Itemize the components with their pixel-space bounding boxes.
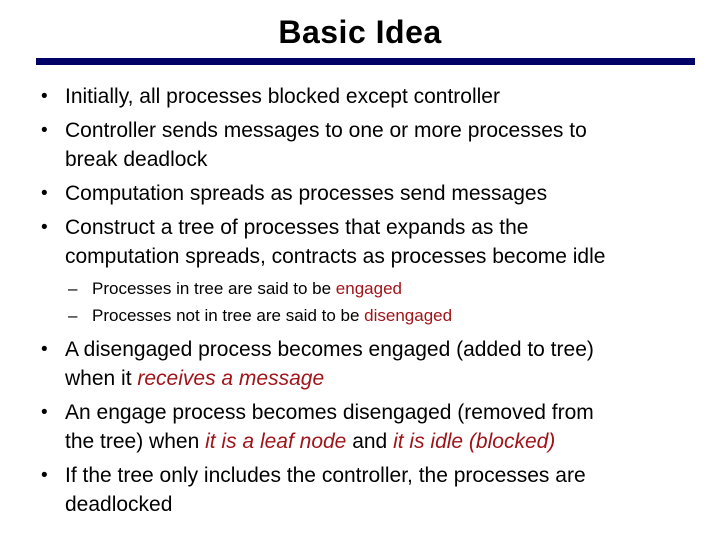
bullet-line: • If the tree only includes the controlle… [41, 461, 720, 490]
text-segment: If the tree only includes the controller… [65, 464, 586, 487]
bullet-line: computation spreads, contracts as proces… [65, 242, 720, 271]
dash-icon: – [68, 279, 78, 298]
sub-bullet-item: –Processes not in tree are said to be di… [0, 302, 720, 329]
bullet-line: when it receives a message [65, 364, 720, 393]
bullet-line: • Computation spreads as processes send m… [41, 179, 720, 208]
text-segment: An engage process becomes disengaged (re… [65, 401, 594, 424]
highlighted-text-segment: it is idle (blocked) [393, 430, 556, 453]
highlighted-text-segment: disengaged [364, 306, 453, 325]
bullet-line: • Controller sends messages to one or mor… [41, 116, 720, 145]
bullet-item: • Controller sends messages to one or mor… [0, 116, 720, 174]
bullet-line: the tree) when it is a leaf node and it … [65, 427, 720, 456]
bullet-line: break deadlock [65, 145, 720, 174]
text-segment: computation spreads, contracts as proces… [65, 245, 606, 268]
bullet-line: • A disengaged process becomes engaged (a… [41, 335, 720, 364]
bullet-icon: • [41, 465, 48, 486]
text-segment: and [346, 430, 394, 453]
bullet-item: • Initially, all processes blocked except… [0, 82, 720, 111]
text-segment: when it [65, 367, 138, 390]
text-segment: Processes not in tree are said to be [92, 306, 365, 325]
sub-bullet-item: –Processes in tree are said to be engage… [0, 275, 720, 302]
highlighted-text-segment: engaged [335, 279, 402, 298]
dash-icon: – [68, 306, 78, 325]
bullet-icon: • [41, 217, 48, 238]
text-segment: deadlocked [65, 493, 173, 516]
bullet-line: • Initially, all processes blocked except… [41, 82, 720, 111]
text-segment: Controller sends messages to one or more… [65, 119, 587, 142]
bullet-item: • An engage process becomes disengaged (r… [0, 398, 720, 456]
highlighted-text-segment: receives a message [137, 367, 325, 390]
text-segment: the tree) when [65, 430, 206, 453]
title-underline-bar [36, 58, 695, 65]
highlighted-text-segment: it is a leaf node [205, 430, 347, 453]
bullet-icon: • [41, 120, 48, 141]
text-segment: break deadlock [65, 148, 208, 171]
bullet-icon: • [41, 339, 48, 360]
text-segment: Processes in tree are said to be [92, 279, 336, 298]
bullet-line: deadlocked [65, 490, 720, 519]
bullet-line: –Processes not in tree are said to be di… [68, 302, 720, 329]
bullet-list: • Initially, all processes blocked except… [0, 82, 720, 519]
bullet-item: • Computation spreads as processes send m… [0, 179, 720, 208]
bullet-line: • Construct a tree of processes that expa… [41, 213, 720, 242]
bullet-icon: • [41, 86, 48, 107]
bullet-icon: • [41, 183, 48, 204]
bullet-line: • An engage process becomes disengaged (r… [41, 398, 720, 427]
text-segment: Initially, all processes blocked except … [65, 85, 500, 108]
text-segment: Computation spreads as processes send me… [65, 182, 548, 205]
bullet-item: • A disengaged process becomes engaged (a… [0, 335, 720, 393]
text-segment: A disengaged process becomes engaged (ad… [65, 338, 594, 361]
slide-title: Basic Idea [278, 14, 442, 50]
bullet-item: • If the tree only includes the controlle… [0, 461, 720, 519]
bullet-icon: • [41, 402, 48, 423]
bullet-item: • Construct a tree of processes that expa… [0, 213, 720, 271]
text-segment: Construct a tree of processes that expan… [65, 216, 529, 239]
bullet-line: –Processes in tree are said to be engage… [68, 275, 720, 302]
